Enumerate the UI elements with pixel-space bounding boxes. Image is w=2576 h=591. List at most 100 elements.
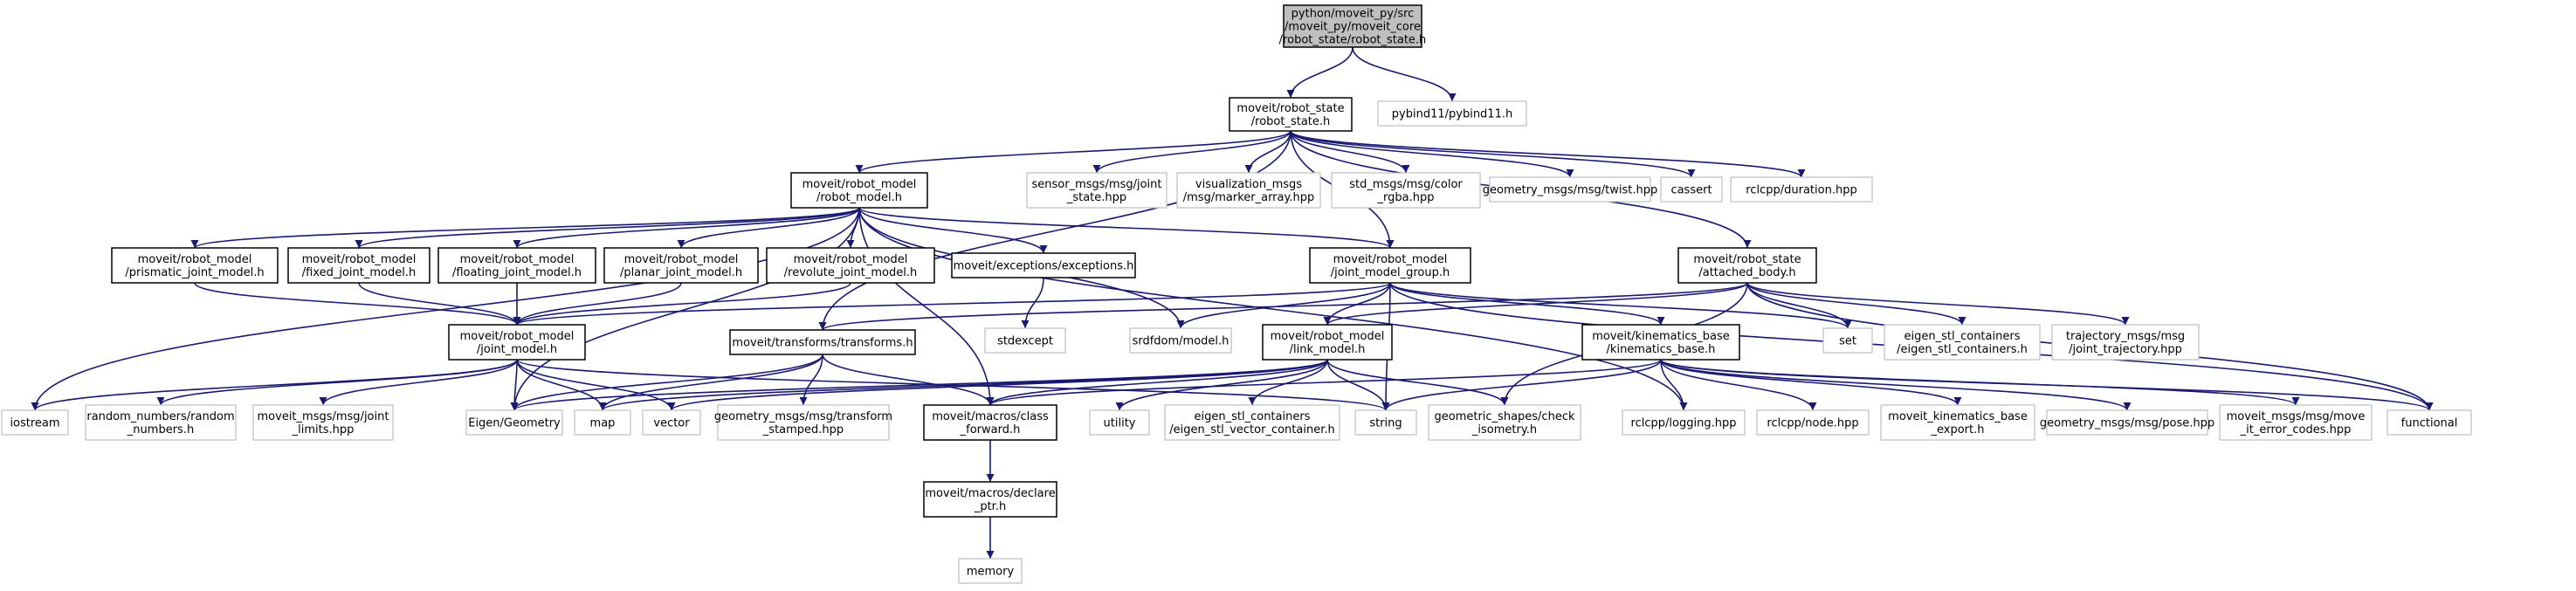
node-joint_limits[interactable]: moveit_msgs/msg/joint_limits.hpp xyxy=(252,404,394,441)
node-label-line: /joint_trajectory.hpp xyxy=(2069,343,2182,356)
node-label-line: moveit/robot_model xyxy=(460,330,575,343)
node-kinematics_base[interactable]: moveit/kinematics_base/kinematics_base.h xyxy=(1581,324,1740,361)
node-box xyxy=(1331,172,1481,209)
node-vector[interactable]: vector xyxy=(642,409,701,436)
node-label-line: moveit/macros/declare xyxy=(925,487,1055,500)
edge-kinematics_base-to-class_forward xyxy=(986,359,1662,406)
edge-link_model-to-class_forward xyxy=(986,359,1328,406)
node-stdexcept[interactable]: stdexcept xyxy=(984,327,1066,354)
node-visualization_msgs[interactable]: visualization_msgs/msg/marker_array.hpp xyxy=(1176,172,1321,209)
node-label-line: /robot_model.h xyxy=(816,191,902,204)
edge-link_model-to-check_isometry xyxy=(1326,359,1509,406)
node-label-line: _stamped.hpp xyxy=(762,423,844,436)
node-class_forward[interactable]: moveit/macros/class_forward.h xyxy=(923,404,1057,441)
edge-revolute-to-joint_model xyxy=(513,282,851,326)
node-eigen_stl_containers[interactable]: eigen_stl_containers/eigen_stl_container… xyxy=(1884,324,2041,361)
node-joint_model[interactable]: moveit/robot_model/joint_model.h xyxy=(448,324,586,361)
node-duration[interactable]: rclcpp/duration.hpp xyxy=(1730,176,1873,203)
node-box xyxy=(1129,327,1232,354)
edge-kinematics_base-to-node xyxy=(1660,359,1817,411)
node-std_msgs[interactable]: std_msgs/msg/color_rgba.hpp xyxy=(1331,172,1481,209)
node-joint_trajectory[interactable]: trajectory_msgs/msg/joint_trajectory.hpp xyxy=(2051,324,2200,361)
node-planar[interactable]: moveit/robot_model/planar_joint_model.h xyxy=(603,247,759,284)
edge-transforms-to-map xyxy=(598,354,823,411)
node-label-line: /prismatic_joint_model.h xyxy=(125,266,264,279)
node-link_model[interactable]: moveit/robot_model/link_model.h xyxy=(1262,324,1393,361)
node-robot_state[interactable]: moveit/robot_state/robot_state.h xyxy=(1229,97,1353,132)
node-joint_model_group[interactable]: moveit/robot_model/joint_model_group.h xyxy=(1309,247,1471,284)
node-box xyxy=(923,481,1057,518)
node-label-line: _export.h xyxy=(1931,423,1985,436)
node-eigen_vector_container[interactable]: eigen_stl_containers/eigen_stl_vector_co… xyxy=(1164,404,1340,441)
edge-joint_model_group-to-set xyxy=(1389,282,1852,329)
node-sensor_msgs[interactable]: sensor_msgs/msg/joint_state.hpp xyxy=(1026,172,1167,209)
node-box xyxy=(437,247,596,284)
node-string[interactable]: string xyxy=(1354,409,1417,436)
node-label-line: iostream xyxy=(10,417,59,430)
node-exceptions[interactable]: moveit/exceptions/exceptions.h xyxy=(951,252,1136,278)
node-box xyxy=(1581,324,1740,361)
node-box xyxy=(923,404,1057,441)
node-kinematics_export[interactable]: moveit_kinematics_base_export.h xyxy=(1880,404,2035,441)
node-label-line: cassert xyxy=(1670,184,1712,197)
graph-nodes: python/moveit_py/src/moveit_py/moveit_co… xyxy=(1,4,2472,584)
node-check_isometry[interactable]: geometric_shapes/check_isometry.h xyxy=(1428,404,1581,441)
node-attached_body[interactable]: moveit/robot_state/attached_body.h xyxy=(1677,247,1817,284)
node-revolute[interactable]: moveit/robot_model/revolute_joint_model.… xyxy=(766,247,935,284)
node-box xyxy=(1489,176,1651,203)
node-pose[interactable]: geometry_msgs/msg/pose.hpp xyxy=(2040,409,2214,436)
edge-joint_model-to-random_numbers xyxy=(156,359,518,406)
node-prismatic[interactable]: moveit/robot_model/prismatic_joint_model… xyxy=(111,247,279,284)
edge-transforms-to-transform_stamped xyxy=(799,354,823,406)
edge-root-to-pybind11 xyxy=(1352,46,1457,102)
node-cassert[interactable]: cassert xyxy=(1660,176,1723,203)
node-map[interactable]: map xyxy=(574,409,631,436)
node-transforms[interactable]: moveit/transforms/transforms.h xyxy=(729,329,916,355)
node-iostream[interactable]: iostream xyxy=(1,409,69,436)
node-label-line: /attached_body.h xyxy=(1698,266,1795,279)
node-label-line: /revolute_joint_model.h xyxy=(784,266,917,279)
node-node[interactable]: rclcpp/node.hpp xyxy=(1756,409,1870,436)
node-eigen_geometry[interactable]: Eigen/Geometry xyxy=(465,409,563,436)
node-root[interactable]: python/moveit_py/src/moveit_py/moveit_co… xyxy=(1279,4,1427,48)
node-floating[interactable]: moveit/robot_model/floating_joint_model.… xyxy=(437,247,596,284)
node-label-line: map xyxy=(590,417,616,430)
edge-transforms-to-eigen_geometry xyxy=(510,354,823,411)
node-declare_ptr[interactable]: moveit/macros/declare_ptr.h xyxy=(923,481,1057,518)
node-label-line: _numbers.h xyxy=(127,423,194,436)
node-label-line: moveit/macros/class xyxy=(932,410,1049,423)
node-twist[interactable]: geometry_msgs/msg/twist.hpp xyxy=(1483,176,1658,203)
node-box xyxy=(1089,409,1150,436)
node-srdfdom[interactable]: srdfdom/model.h xyxy=(1129,327,1232,354)
node-transform_stamped[interactable]: geometry_msgs/msg/transform_stamped.hpp xyxy=(714,404,892,441)
node-box xyxy=(642,409,701,436)
node-label-line: moveit/robot_model xyxy=(794,253,908,266)
node-logging[interactable]: rclcpp/logging.hpp xyxy=(1622,409,1746,436)
node-box xyxy=(1309,247,1471,284)
node-memory[interactable]: memory xyxy=(958,558,1023,584)
node-utility[interactable]: utility xyxy=(1089,409,1150,436)
edge-joint_model-to-iostream xyxy=(31,359,518,411)
node-box xyxy=(2046,409,2208,436)
edge-exceptions-to-stdexcept xyxy=(1021,277,1044,329)
node-label-line: _it_error_codes.hpp xyxy=(2240,423,2352,436)
node-label-line: sensor_msgs/msg/joint xyxy=(1031,178,1161,191)
node-move_it_error_codes[interactable]: moveit_msgs/msg/move_it_error_codes.hpp xyxy=(2219,404,2373,441)
edge-robot_model-to-floating xyxy=(513,207,860,249)
node-random_numbers[interactable]: random_numbers/random_numbers.h xyxy=(85,404,237,441)
node-label-line: functional xyxy=(2401,417,2458,430)
node-label-line: utility xyxy=(1104,417,1136,430)
node-box xyxy=(1677,247,1817,284)
node-label-line: /joint_model.h xyxy=(477,343,557,356)
node-robot_model[interactable]: moveit/robot_model/robot_model.h xyxy=(790,172,928,209)
edge-prismatic-to-joint_model xyxy=(194,282,521,326)
node-label-line: moveit/robot_model xyxy=(460,253,575,266)
edge-planar-to-joint_model xyxy=(513,282,682,326)
edge-link_model-to-eigen_vector_container xyxy=(1248,359,1328,406)
node-label-line: geometric_shapes/check xyxy=(1434,410,1574,423)
node-functional[interactable]: functional xyxy=(2387,409,2472,436)
node-set[interactable]: set xyxy=(1822,327,1873,354)
node-box xyxy=(465,409,563,436)
node-fixed[interactable]: moveit/robot_model/fixed_joint_model.h xyxy=(287,247,430,284)
node-pybind11[interactable]: pybind11/pybind11.h xyxy=(1377,100,1527,127)
